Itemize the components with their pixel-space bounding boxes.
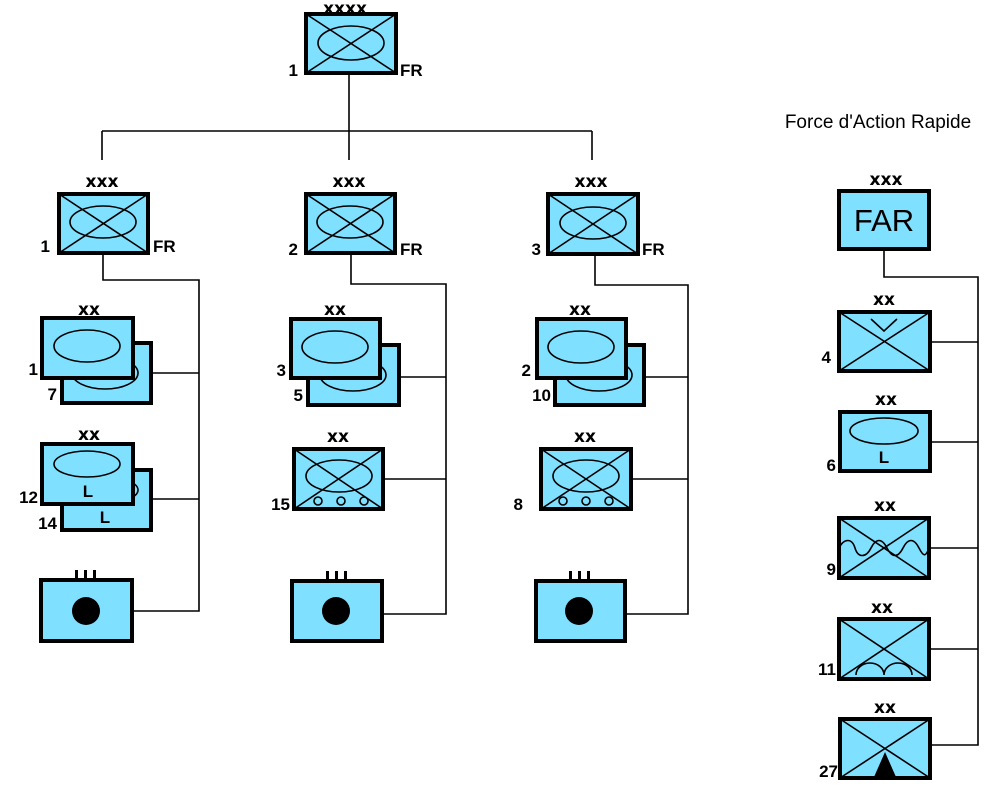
division-number: 1 [29, 360, 38, 379]
artillery-unit [39, 570, 134, 643]
division-number: 2 [522, 361, 531, 380]
division-number: 9 [827, 560, 836, 579]
echelon-marker: xx [78, 425, 100, 445]
corps-suffix: FR [642, 240, 665, 259]
echelon-marker: xx [569, 300, 591, 320]
armour-symbol [305, 459, 373, 493]
light-marker: L [83, 482, 93, 501]
connector-lines [101, 74, 979, 746]
corps-3: xxx 3 FR xx 2 10 xx 8 [514, 172, 665, 643]
armour-symbol [316, 205, 384, 239]
division-number: 8 [514, 495, 523, 514]
armour-symbol [559, 206, 627, 240]
light-marker: L [879, 448, 889, 467]
armour-symbol [849, 417, 919, 445]
echelon-marker: xx [871, 598, 893, 618]
echelon-marker: xx [874, 496, 896, 516]
division-number: 6 [827, 456, 836, 475]
armour-symbol [53, 329, 121, 363]
artillery-symbol [322, 597, 350, 625]
division-box [838, 410, 932, 473]
army-unit: xxxx 1 FR [289, 0, 423, 80]
division-front-box [40, 442, 135, 506]
light-marker: L [100, 508, 110, 527]
army-suffix: FR [400, 61, 423, 80]
echelon-marker: xxx [86, 172, 119, 192]
division-number: 11 [818, 660, 836, 679]
division-number: 10 [532, 386, 551, 405]
artillery-symbol [72, 597, 100, 625]
division-front-box [40, 316, 135, 380]
echelon-marker: xx [574, 427, 596, 447]
division-number: 15 [271, 495, 290, 514]
echelon-marker: xxx [333, 172, 366, 192]
echelon-marker: xxx [575, 172, 608, 192]
echelon-marker: xx [873, 290, 895, 310]
airborne-symbol [870, 318, 898, 333]
artillery-unit [534, 571, 627, 643]
far-group: Force d'Action Rapide xxx FAR xx 4 xx L … [785, 112, 971, 781]
corps-suffix: FR [153, 237, 176, 256]
echelon-marker: xx [324, 300, 346, 320]
division-front-box [289, 317, 382, 380]
echelon-marker: xx [78, 300, 100, 320]
division-number: 5 [294, 386, 303, 405]
corps-number: 3 [532, 240, 541, 259]
airborne-symbol [855, 662, 913, 676]
division-number: 12 [19, 488, 38, 507]
mountain-symbol [874, 752, 896, 777]
echelon-marker: xx [874, 698, 896, 718]
armour-symbol [301, 330, 369, 364]
corps-number: 2 [289, 240, 298, 259]
armour-symbol [317, 25, 385, 61]
division-front-box [535, 317, 628, 380]
corps-1: xxx 1 FR xx 1 7 xx L L 12 14 [19, 172, 176, 643]
artillery-symbol [565, 597, 593, 625]
division-number: 7 [48, 385, 57, 404]
army-number: 1 [289, 61, 298, 80]
division-number: 14 [38, 514, 57, 533]
armour-symbol [547, 330, 615, 364]
division-number: 27 [819, 762, 838, 781]
corps-2: xxx 2 FR xx 3 5 xx 15 [271, 172, 423, 643]
division-number: 4 [822, 348, 832, 367]
echelon-marker: xx [327, 427, 349, 447]
far-label: FAR [854, 203, 914, 238]
armour-symbol [53, 450, 121, 478]
corps-suffix: FR [400, 240, 423, 259]
far-title: Force d'Action Rapide [785, 112, 971, 133]
armour-symbol [552, 459, 620, 493]
artillery-unit [290, 571, 384, 643]
marine-symbol [838, 539, 930, 557]
echelon-marker: xx [875, 390, 897, 410]
far-corps-box [837, 189, 931, 251]
armour-symbol [69, 205, 137, 239]
division-number: 3 [277, 361, 286, 380]
echelon-marker: xxx [870, 170, 903, 190]
corps-number: 1 [41, 237, 50, 256]
